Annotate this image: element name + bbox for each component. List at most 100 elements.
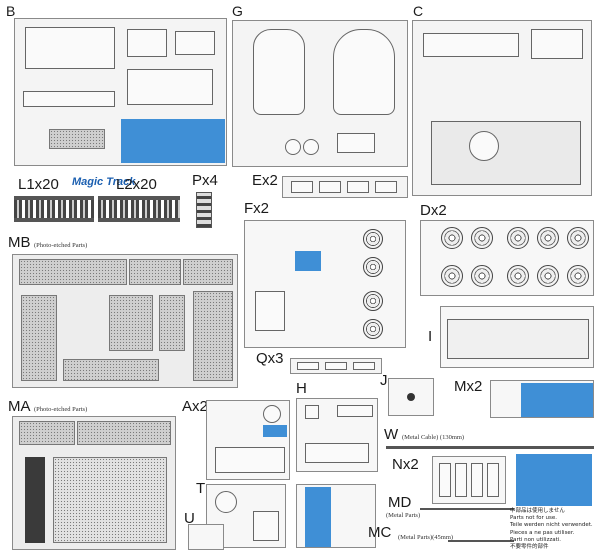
sprue-d-label: Dx2 xyxy=(420,202,447,219)
notice-line-zh: 不要零件的部件 xyxy=(510,544,549,551)
sprue-b-unused-highlight xyxy=(121,119,225,163)
track-l2-label: L2x20 xyxy=(116,176,157,193)
sprue-n-part-4 xyxy=(487,463,499,497)
sprue-q-part-2 xyxy=(325,362,347,370)
sprue-n xyxy=(432,456,506,504)
metal-md-sublabel: (Metal Parts) xyxy=(386,512,421,519)
sprue-c-chassis xyxy=(431,121,581,185)
sprue-g-turret-part xyxy=(253,29,305,115)
sprue-n-part xyxy=(439,463,451,497)
sprue-d-wheel-3 xyxy=(507,227,529,249)
sprue-f-wheel xyxy=(363,229,383,249)
pe-ma-label: MA xyxy=(8,398,31,415)
sprue-b-fender-part xyxy=(23,91,115,107)
sprue-b-label: B xyxy=(6,3,16,19)
pe-ma-fret xyxy=(12,416,176,550)
sprue-h-part xyxy=(305,405,319,419)
sprue-d-wheel-6 xyxy=(441,265,463,287)
metal-mc-rod xyxy=(448,540,514,542)
sprue-a-round-part xyxy=(263,405,281,423)
sprue-g-turret-base xyxy=(333,29,395,115)
sprue-g-wheel-part xyxy=(285,139,301,155)
sprue-a-part xyxy=(215,447,285,473)
sprue-h xyxy=(296,398,378,472)
sprue-t-part xyxy=(253,511,279,541)
sprue-f xyxy=(244,220,406,348)
sprue-j-label: J xyxy=(380,372,388,389)
track-links-l2 xyxy=(98,196,180,222)
notice-line-it: Parti non utilizzati. xyxy=(510,536,562,543)
pe-ma-mesh-2 xyxy=(77,421,171,445)
pe-ma-mesh-1 xyxy=(19,421,75,445)
sprue-u xyxy=(188,524,224,550)
metal-mc-label: MC xyxy=(368,524,392,541)
notice-line-jp: 中部品は使用しません xyxy=(510,508,565,514)
sprue-d-wheel-5 xyxy=(567,227,589,249)
sprue-f-wheel-2 xyxy=(363,257,383,277)
sprue-d-wheel-10 xyxy=(567,265,589,287)
cable-w-label: W xyxy=(384,426,399,443)
sprue-d-wheel-4 xyxy=(537,227,559,249)
sprue-f-part xyxy=(255,291,285,331)
track-p-label: Px4 xyxy=(192,172,218,189)
sprue-h-part-3 xyxy=(305,443,369,463)
pe-mb-mesh-1 xyxy=(19,259,127,285)
notice-swatch xyxy=(516,454,592,506)
sprue-b-small-part xyxy=(127,29,167,57)
metal-mc-sublabel: (Metal Parts)(45mm) xyxy=(398,534,454,541)
pe-mb-sublabel: (Photo-etched Parts) xyxy=(34,242,88,249)
magic-track-logo: Magic Track xyxy=(72,176,135,188)
sprue-d-wheel-9 xyxy=(537,265,559,287)
sprue-e-label: Ex2 xyxy=(252,172,278,189)
cable-w xyxy=(386,446,594,449)
sprue-b xyxy=(14,18,227,166)
sprue-q-label: Qx3 xyxy=(256,350,284,367)
sprue-e-part-4 xyxy=(375,181,397,193)
sprue-e-part-3 xyxy=(347,181,369,193)
magic-track-logo-text: Magic Track xyxy=(72,176,136,188)
metal-md-label: MD xyxy=(388,494,412,511)
sprue-t-ring xyxy=(215,491,237,513)
sprue-b-small-part-3 xyxy=(127,69,213,105)
sprue-f-label: Fx2 xyxy=(244,200,270,217)
sprue-a xyxy=(206,400,290,480)
metal-md-rod xyxy=(420,508,514,510)
sprue-d-wheel-8 xyxy=(507,265,529,287)
sprue-e-part-2 xyxy=(319,181,341,193)
pe-mb-mesh-8 xyxy=(193,291,233,381)
sprue-e-part xyxy=(291,181,313,193)
pe-ma-mesh-3 xyxy=(53,457,167,543)
sprue-f-unused-highlight xyxy=(295,251,321,271)
sprue-d xyxy=(420,220,594,296)
sprue-q xyxy=(290,358,382,374)
sprue-i xyxy=(440,306,594,368)
cable-w-sublabel: (Metal Cable) (130mm) xyxy=(402,434,465,441)
sprue-n-part-3 xyxy=(471,463,483,497)
track-l1-label: L1x20 xyxy=(18,176,59,193)
track-links-p xyxy=(196,192,212,228)
sprue-q-part-3 xyxy=(353,362,375,370)
pe-mb-mesh-7 xyxy=(63,359,159,381)
sprue-c-upper-part xyxy=(423,33,519,57)
sprue-u-label: U xyxy=(184,510,195,527)
sprue-b-grille xyxy=(49,129,105,149)
sprue-g-wheel-part-2 xyxy=(303,139,319,155)
sprue-c-label: C xyxy=(413,3,424,19)
sprue-j-dot xyxy=(407,393,415,401)
sprue-m-label: Mx2 xyxy=(454,378,483,395)
sprue-t-label: T xyxy=(196,480,206,497)
sprue-e xyxy=(282,176,408,198)
sprue-c-chassis-round xyxy=(469,131,499,161)
sprue-m-unused-highlight xyxy=(521,383,593,417)
notice-line-de: Teile werden nicht verwendet. xyxy=(510,522,593,529)
sprue-a-unused-highlight xyxy=(263,425,287,437)
notice-line-fr: Pieces a ne pas utiliser. xyxy=(510,529,575,536)
pe-mb-mesh-6 xyxy=(159,295,185,351)
sprue-g xyxy=(232,20,408,167)
pe-ma-dark-strip xyxy=(25,457,45,543)
sprue-n-label: Nx2 xyxy=(392,456,419,473)
sprue-g-label: G xyxy=(232,3,243,19)
pe-mb-mesh-5 xyxy=(109,295,153,351)
sprue-center-bottom-unused-highlight xyxy=(305,487,331,547)
sprue-d-wheel-2 xyxy=(471,227,493,249)
